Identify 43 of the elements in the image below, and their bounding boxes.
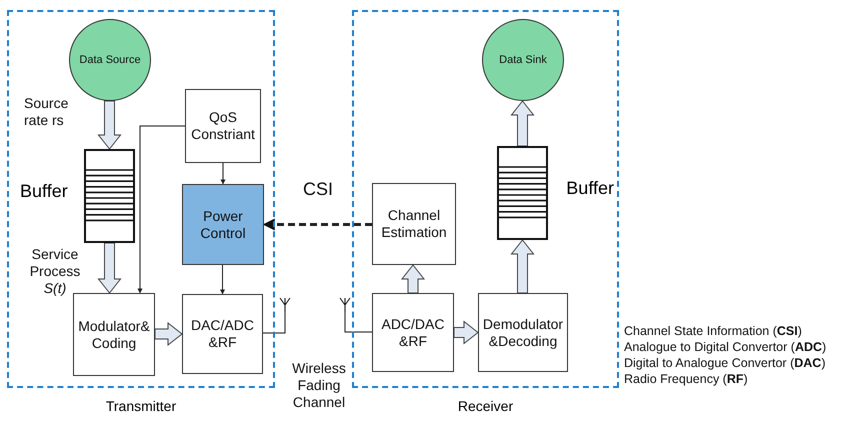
antenna-icon — [279, 297, 291, 312]
box-label: DAC/ADC &RF — [190, 317, 255, 351]
box-label: Channel Estimation — [380, 207, 448, 241]
block-arrow — [510, 239, 535, 294]
block-arrow — [97, 100, 122, 150]
block-arrow — [400, 264, 426, 294]
channel-label: Wireless Fading Channel — [291, 360, 347, 410]
circle-label: Data Sink — [499, 54, 547, 66]
box-label: Modulator& Coding — [77, 318, 151, 352]
buffer-label: Buffer — [20, 181, 68, 202]
edge-label: CSI — [302, 179, 334, 201]
process-box — [185, 89, 261, 163]
box-label: QoS Constriant — [190, 109, 256, 143]
box-label: Demodulator &Decoding — [482, 316, 564, 350]
block-arrow — [97, 242, 122, 294]
block-arrow — [154, 322, 183, 346]
abbreviation-note: Digital to Analogue Convertor (DAC) — [624, 356, 826, 371]
process-box — [372, 293, 454, 372]
circle-label: Data Source — [79, 54, 141, 66]
abbreviation-note: Analogue to Digital Convertor (ADC) — [624, 340, 826, 355]
group-heading: Receiver — [458, 398, 514, 414]
arrow — [138, 126, 186, 294]
process-box — [182, 184, 264, 265]
abbreviation-note: Radio Frequency (RF) — [624, 372, 748, 387]
connector-line — [262, 312, 286, 334]
box-label: ADC/DAC &RF — [380, 316, 446, 350]
edge-label: Source rate rs — [24, 95, 70, 129]
block-arrow — [510, 100, 535, 146]
edge-label: Service Process S(t) — [28, 246, 82, 296]
abbreviation-note: Channel State Information (CSI) — [624, 324, 802, 339]
connector-line — [344, 312, 372, 332]
arrow — [220, 264, 225, 294]
dashed-arrow — [262, 218, 372, 230]
arrow — [220, 162, 226, 184]
block-arrow — [454, 320, 479, 345]
antenna-icon — [339, 297, 351, 312]
process-box — [182, 294, 263, 374]
buffer-label: Buffer — [566, 178, 614, 199]
box-label: Power Control — [199, 208, 247, 242]
process-box — [73, 293, 155, 376]
process-box — [478, 293, 568, 372]
process-box — [372, 183, 456, 265]
group-heading: Transmitter — [106, 398, 176, 414]
